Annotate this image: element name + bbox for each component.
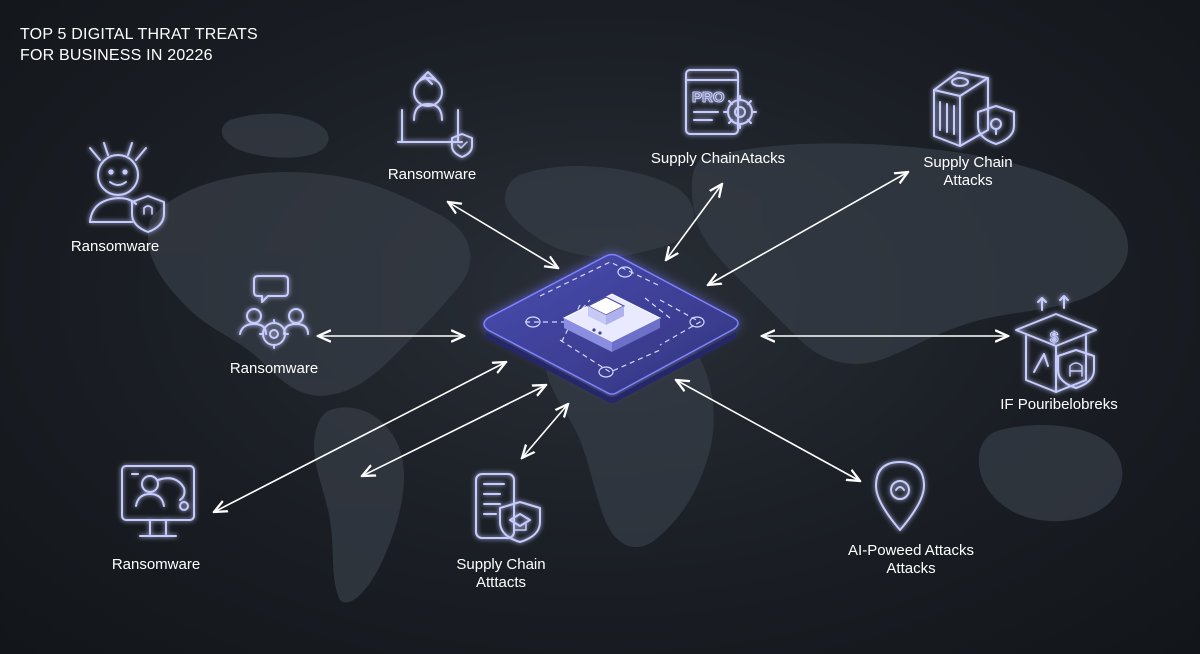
title-line-2: FOR BUSINESS IN 20226 <box>20 47 213 64</box>
group-chat-gear-icon <box>239 275 309 349</box>
money-box-symbol: $ <box>1050 329 1059 346</box>
arrow-n9 <box>676 380 860 481</box>
title-line-1: TOP 5 DIGITAL THRAT TREATS <box>20 26 258 43</box>
node-label-n6-line-1: IF Pouribelobreks <box>1000 396 1118 413</box>
node-label-n8-line-1: Supply Chain <box>456 556 546 573</box>
node-label-n4: Supply Chain Attacks <box>900 154 1036 190</box>
node-label-n9: AI-Poweed Attacks Attacks <box>826 542 996 578</box>
node-label-n5: Ransomware <box>214 360 334 378</box>
node-label-n2: Ransomware <box>372 166 492 184</box>
node-label-n7-line-1: Ransomware <box>111 556 201 573</box>
node-label-n1-line-1: Ransomware <box>70 238 160 255</box>
arrow-n8 <box>522 404 568 458</box>
arrow-n2 <box>448 202 558 268</box>
node-label-n9-line-1: AI-Poweed Attacks <box>848 542 974 559</box>
node-label-n7: Ransomware <box>96 556 216 574</box>
node-label-n6: IF Pouribelobreks <box>984 396 1134 414</box>
page-title: TOP 5 DIGITAL THRAT TREATS FOR BUSINESS … <box>20 24 258 66</box>
arrow-n4 <box>708 172 908 285</box>
hacker-laptop-icon <box>397 71 473 158</box>
code-gear-monitor-icon <box>685 69 757 135</box>
central-server-chip-icon <box>562 293 662 352</box>
monitor-person-icon <box>121 465 195 537</box>
node-label-n2-line-1: Ransomware <box>387 166 477 183</box>
connection-arrows <box>214 172 1008 512</box>
node-label-n4-line-2: Attacks <box>943 172 993 189</box>
money-box-shield-icon <box>1015 295 1097 393</box>
document-shield-icon <box>475 473 541 543</box>
node-label-n3-line-1: Supply ChainAtacks <box>650 150 786 167</box>
node-label-n9-line-2: Attacks <box>886 560 936 577</box>
arrow-n7b <box>362 385 546 476</box>
central-hub <box>483 253 739 403</box>
node-label-n4-line-1: Supply Chain <box>923 154 1013 171</box>
server-lock-shield-icon <box>933 71 1015 147</box>
code-monitor-text: PRO <box>692 89 725 106</box>
node-label-n8-line-2: Atttacts <box>475 574 527 591</box>
person-shield-icon <box>89 142 165 233</box>
node-label-n5-line-1: Ransomware <box>229 360 319 377</box>
location-pin-icon <box>875 461 925 531</box>
node-label-n1: Ransomware <box>60 238 170 256</box>
node-label-n3: Supply ChainAtacks <box>628 150 808 168</box>
node-label-n8: Supply Chain Atttacts <box>436 556 566 592</box>
